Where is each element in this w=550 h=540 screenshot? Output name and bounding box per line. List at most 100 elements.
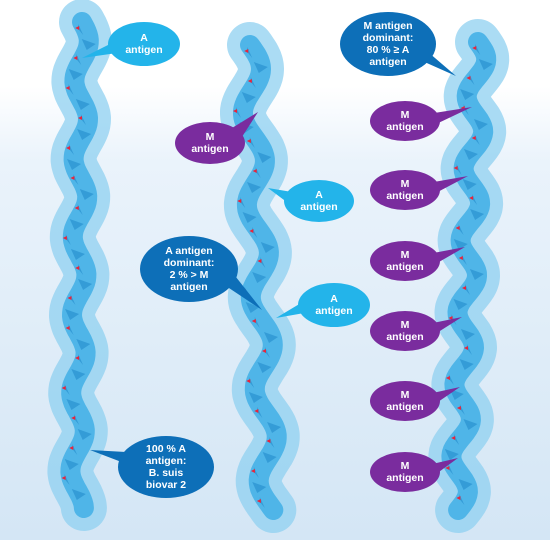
middle-chain-sugar-unit bbox=[259, 497, 265, 508]
left-chain-sugar-unit bbox=[68, 84, 74, 95]
right-chain-glycosidic-link bbox=[463, 346, 468, 350]
left-chain-sugar-unit bbox=[78, 354, 84, 365]
left-chain-glycosidic-link bbox=[70, 176, 75, 180]
middle-chain-sugar-unit bbox=[248, 392, 263, 403]
m-antigen-bubble-1: M antigen bbox=[370, 101, 440, 141]
left-chain-sugar-unit bbox=[80, 114, 86, 125]
left-chain-sugar-unit bbox=[81, 39, 96, 50]
left-chain-sugar-unit bbox=[64, 474, 70, 485]
right-chain-glycosidic-link bbox=[451, 436, 456, 440]
right-chain-sugar-unit bbox=[448, 464, 454, 475]
left-chain-sugar-unit bbox=[69, 219, 84, 230]
left-chain-sugar-unit bbox=[77, 429, 92, 440]
right-chain-sugar-unit bbox=[469, 269, 484, 280]
left-chain-sugar-unit bbox=[78, 264, 84, 275]
m-antigen-middle-bubble: M antigen bbox=[175, 122, 245, 164]
left-chain-sugar-unit bbox=[68, 324, 74, 335]
left-chain-sugar-unit bbox=[78, 279, 93, 290]
middle-chain-sugar-unit bbox=[257, 407, 263, 418]
right-chain-sugar-unit bbox=[449, 389, 464, 400]
m-antigen-bubble-4: M antigen bbox=[370, 311, 440, 351]
right-chain-sugar-unit bbox=[465, 284, 471, 295]
middle-chain-sugar-unit bbox=[267, 422, 282, 433]
right-chain-sugar-unit bbox=[462, 179, 477, 190]
middle-chain-glycosidic-link bbox=[256, 499, 261, 503]
middle-chain-glycosidic-link bbox=[266, 439, 271, 443]
middle-chain-glycosidic-link bbox=[252, 169, 257, 173]
left-chain-glycosidic-link bbox=[75, 26, 80, 30]
right-chain-glycosidic-link bbox=[445, 376, 450, 380]
middle-chain-glycosidic-link bbox=[261, 349, 266, 353]
middle-chain-sugar-unit bbox=[255, 167, 261, 178]
left-chain-sugar-unit bbox=[68, 69, 83, 80]
middle-chain-sugar-unit bbox=[257, 152, 272, 163]
middle-chain-sugar-unit bbox=[264, 347, 270, 358]
left-chain-sugar-unit bbox=[70, 249, 85, 260]
right-chain-glycosidic-link bbox=[458, 256, 463, 260]
right-chain-glycosidic-link bbox=[448, 316, 453, 320]
left-chain-sugar-unit bbox=[71, 489, 86, 500]
middle-chain-sugar-unit bbox=[269, 437, 275, 448]
right-chain-sugar-unit bbox=[473, 119, 488, 130]
middle-chain-sugar-unit bbox=[250, 77, 256, 88]
left-chain-sugar-unit bbox=[69, 144, 75, 155]
left-chain-sugar-unit bbox=[79, 189, 94, 200]
right-chain-sugar-unit bbox=[474, 134, 480, 145]
right-chain-glycosidic-link bbox=[456, 406, 461, 410]
left-chain-glycosidic-link bbox=[66, 146, 71, 150]
middle-chain-sugar-unit bbox=[252, 482, 267, 493]
right-chain-glycosidic-link bbox=[472, 46, 477, 50]
right-chain-sugar-unit bbox=[459, 404, 465, 415]
left-chain-sugar-unit bbox=[76, 339, 91, 350]
middle-chain-sugar-unit bbox=[236, 107, 242, 118]
left-chain-sugar-unit bbox=[78, 24, 84, 35]
middle-chain-sugar-unit bbox=[253, 62, 268, 73]
a-antigen-middle-bubble: A antigen bbox=[284, 180, 354, 222]
middle-chain-glycosidic-link bbox=[257, 259, 262, 263]
middle-chain-glycosidic-link bbox=[246, 379, 251, 383]
middle-chain-sugar-unit bbox=[262, 452, 277, 463]
right-chain-sugar-unit bbox=[466, 344, 472, 355]
left-chain-glycosidic-link bbox=[65, 326, 70, 330]
left-chain-glycosidic-link bbox=[71, 416, 76, 420]
left-chain-glycosidic-link bbox=[61, 476, 66, 480]
left-chain-sugar-unit bbox=[71, 369, 86, 380]
right-chain-glycosidic-link bbox=[445, 466, 450, 470]
left-chain-sugar-unit bbox=[64, 384, 70, 395]
m-antigen-bubble-5: M antigen bbox=[370, 381, 440, 421]
left-chain-glycosidic-link bbox=[62, 236, 67, 240]
right-chain-sugar-unit bbox=[448, 374, 454, 385]
middle-chain-glycosidic-link bbox=[246, 139, 251, 143]
right-chain-sugar-unit bbox=[458, 224, 464, 235]
left-chain-sugar-unit bbox=[66, 399, 81, 410]
right-chain-glycosidic-link bbox=[469, 196, 474, 200]
left-chain-sugar-unit bbox=[70, 294, 76, 305]
middle-chain-sugar-unit bbox=[247, 182, 262, 193]
middle-chain-sugar-unit bbox=[254, 317, 260, 328]
middle-chain-sugar-unit bbox=[247, 47, 253, 58]
middle-chain-glycosidic-link bbox=[251, 319, 256, 323]
left-chain-sugar-unit bbox=[65, 234, 71, 245]
left-chain-sugar-unit bbox=[72, 444, 78, 455]
left-chain-glycosidic-link bbox=[69, 446, 74, 450]
right-chain-sugar-unit bbox=[469, 74, 475, 85]
middle-chain-glycosidic-link bbox=[250, 469, 255, 473]
middle-chain-glycosidic-link bbox=[254, 409, 259, 413]
right-chain-sugar-unit bbox=[456, 164, 462, 175]
a-antigen-dominant-bubble: A antigen dominant: 2 % > M antigen bbox=[140, 236, 238, 302]
right-chain-sugar-unit bbox=[478, 59, 493, 70]
left-chain-sugar-unit bbox=[74, 414, 80, 425]
right-chain-sugar-unit bbox=[460, 329, 475, 340]
right-chain-glycosidic-link bbox=[456, 496, 461, 500]
right-chain-glycosidic-link bbox=[471, 136, 476, 140]
right-chain-sugar-unit bbox=[459, 494, 465, 505]
left-chain-glycosidic-link bbox=[61, 386, 66, 390]
right-chain-sugar-unit bbox=[470, 209, 485, 220]
left-chain-sugar-unit bbox=[77, 204, 83, 215]
right-chain-sugar-unit bbox=[453, 299, 468, 310]
middle-chain-glycosidic-link bbox=[244, 49, 249, 53]
left-chain-sugar-unit bbox=[76, 54, 82, 65]
left-chain-glycosidic-link bbox=[75, 266, 80, 270]
